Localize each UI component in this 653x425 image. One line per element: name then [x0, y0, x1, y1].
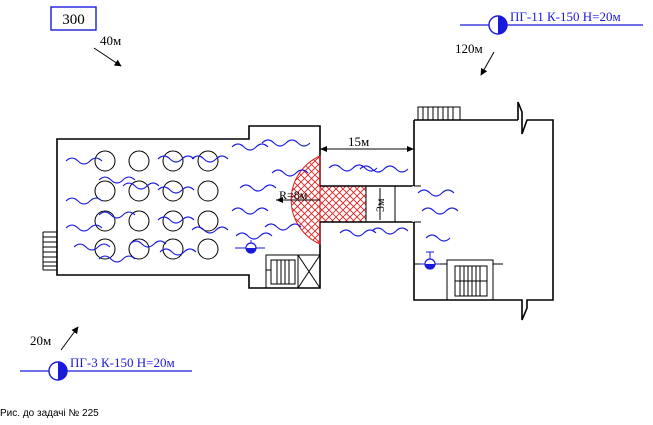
- hydrant-bottom-distance: 20м: [30, 333, 51, 348]
- hydrant-bottom-label: ПГ-3 К-150 Н=20м: [70, 355, 175, 370]
- gap-distance-label: 15м: [348, 134, 369, 149]
- storage-tanks: [94, 150, 219, 260]
- heat-waves: [65, 139, 459, 263]
- figure-caption: Рис. до задачі № 225: [0, 408, 99, 419]
- wind-direction-indicator: 40м: [93, 33, 122, 67]
- radius-label: R=8м: [279, 188, 308, 202]
- stair-right-top: [417, 106, 461, 121]
- connecting-corridor: 3м 15м: [320, 134, 414, 223]
- fire-zone: R=8м: [276, 155, 367, 245]
- stairwell-left: [265, 254, 321, 289]
- internal-hydrant-left: [235, 240, 265, 254]
- right-building: [412, 101, 554, 321]
- hydrant-top-label: ПГ-11 К-150 Н=20м: [510, 9, 621, 24]
- hydrant-top-distance: 120м: [455, 41, 483, 56]
- wind-distance-label: 40м: [100, 33, 121, 48]
- internal-hydrant-right: [420, 251, 440, 270]
- badge-text: 300: [62, 12, 85, 28]
- hydrant-top: ПГ-11 К-150 Н=20м 120м: [455, 9, 643, 76]
- stair-left-outside: [42, 231, 57, 271]
- left-building: [42, 125, 322, 289]
- stairwell-right: [446, 259, 494, 301]
- hydrant-bottom: ПГ-3 К-150 Н=20м 20м: [20, 326, 192, 381]
- section-number-badge: 300: [50, 6, 97, 31]
